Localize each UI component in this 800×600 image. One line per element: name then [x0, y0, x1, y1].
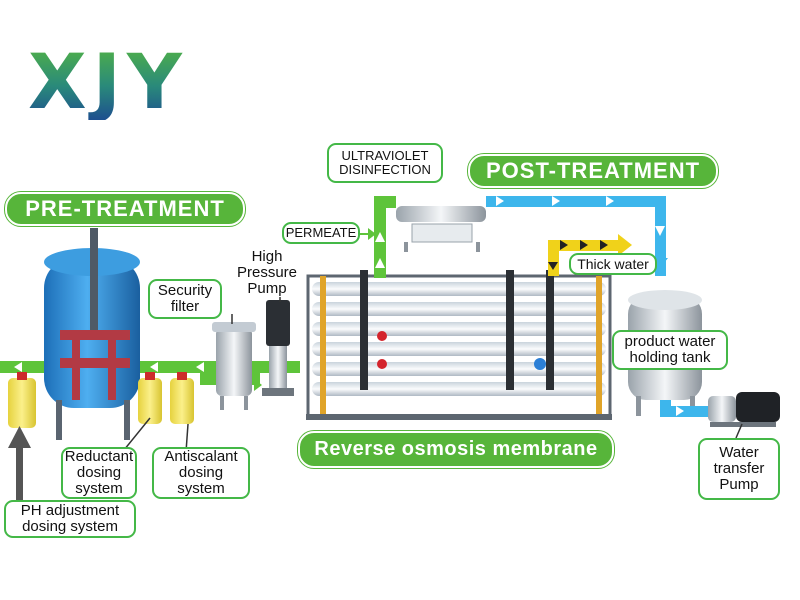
ph-dosing-tank [8, 372, 36, 428]
security-filter-label: Security filter [148, 279, 222, 319]
pt-line-2: holding tank [629, 349, 711, 366]
sf-line-2: filter [170, 298, 200, 315]
security-filter-unit [212, 322, 256, 410]
uv-sterilizer-unit [396, 206, 486, 252]
red-line-2: dosing [76, 464, 122, 481]
product-water-pipe [486, 196, 668, 276]
wtp-line-1: Water [719, 444, 759, 461]
sf-line-1: Security [157, 282, 213, 299]
pre-treatment-banner: PRE-TREATMENT [5, 192, 245, 226]
hpp-line-1: High [251, 248, 283, 265]
ro-rack [306, 270, 612, 420]
uv-line-1: ULTRAVIOLET [341, 148, 429, 163]
thick-water-pipe [548, 234, 632, 276]
anti-line-3: system [177, 480, 225, 497]
permeate-label: PERMEATE [282, 222, 360, 244]
antiscalant-dosing-tank [170, 372, 194, 424]
wtp-line-3: Pump [719, 476, 759, 493]
high-pressure-pump-label: High Pressure Pump [230, 249, 304, 297]
wtp-line-2: transfer [713, 460, 765, 477]
uv-disinfection-label: ULTRAVIOLET DISINFECTION [327, 143, 443, 183]
post-treatment-banner: POST-TREATMENT [468, 154, 718, 188]
reductant-label: Reductant dosing system [61, 447, 137, 499]
ph-line-2: dosing system [22, 518, 118, 535]
pt-line-1: product water [624, 333, 716, 350]
xjy-logo: XJY [28, 37, 188, 126]
antiscalant-label: Antiscalant dosing system [152, 447, 250, 499]
dosing-tanks [8, 372, 194, 428]
red-line-3: system [75, 480, 123, 497]
ph-dosing-label: PH adjustment dosing system [4, 500, 136, 538]
hpp-line-3: Pump [247, 280, 287, 297]
ro-membrane-banner: Reverse osmosis membrane [298, 431, 614, 468]
red-line-1: Reductant [64, 448, 134, 465]
anti-line-1: Antiscalant [164, 448, 238, 465]
outlet-pipe [660, 400, 710, 417]
water-transfer-pump-unit [708, 392, 780, 427]
anti-line-2: dosing [178, 464, 224, 481]
ph-pointer-arrow [8, 426, 31, 504]
uv-line-2: DISINFECTION [339, 162, 431, 177]
ph-line-1: PH adjustment [20, 502, 120, 519]
thick-water-label: Thick water [569, 253, 657, 275]
water-transfer-pump-label: Water transfer Pump [698, 438, 780, 500]
product-tank-label: product water holding tank [612, 330, 728, 370]
high-pressure-pump-unit [262, 300, 294, 396]
sand-filter-tank [44, 228, 140, 440]
hpp-line-2: Pressure [236, 264, 298, 281]
reductant-dosing-tank [138, 372, 162, 424]
permeate-pipe [360, 196, 396, 278]
